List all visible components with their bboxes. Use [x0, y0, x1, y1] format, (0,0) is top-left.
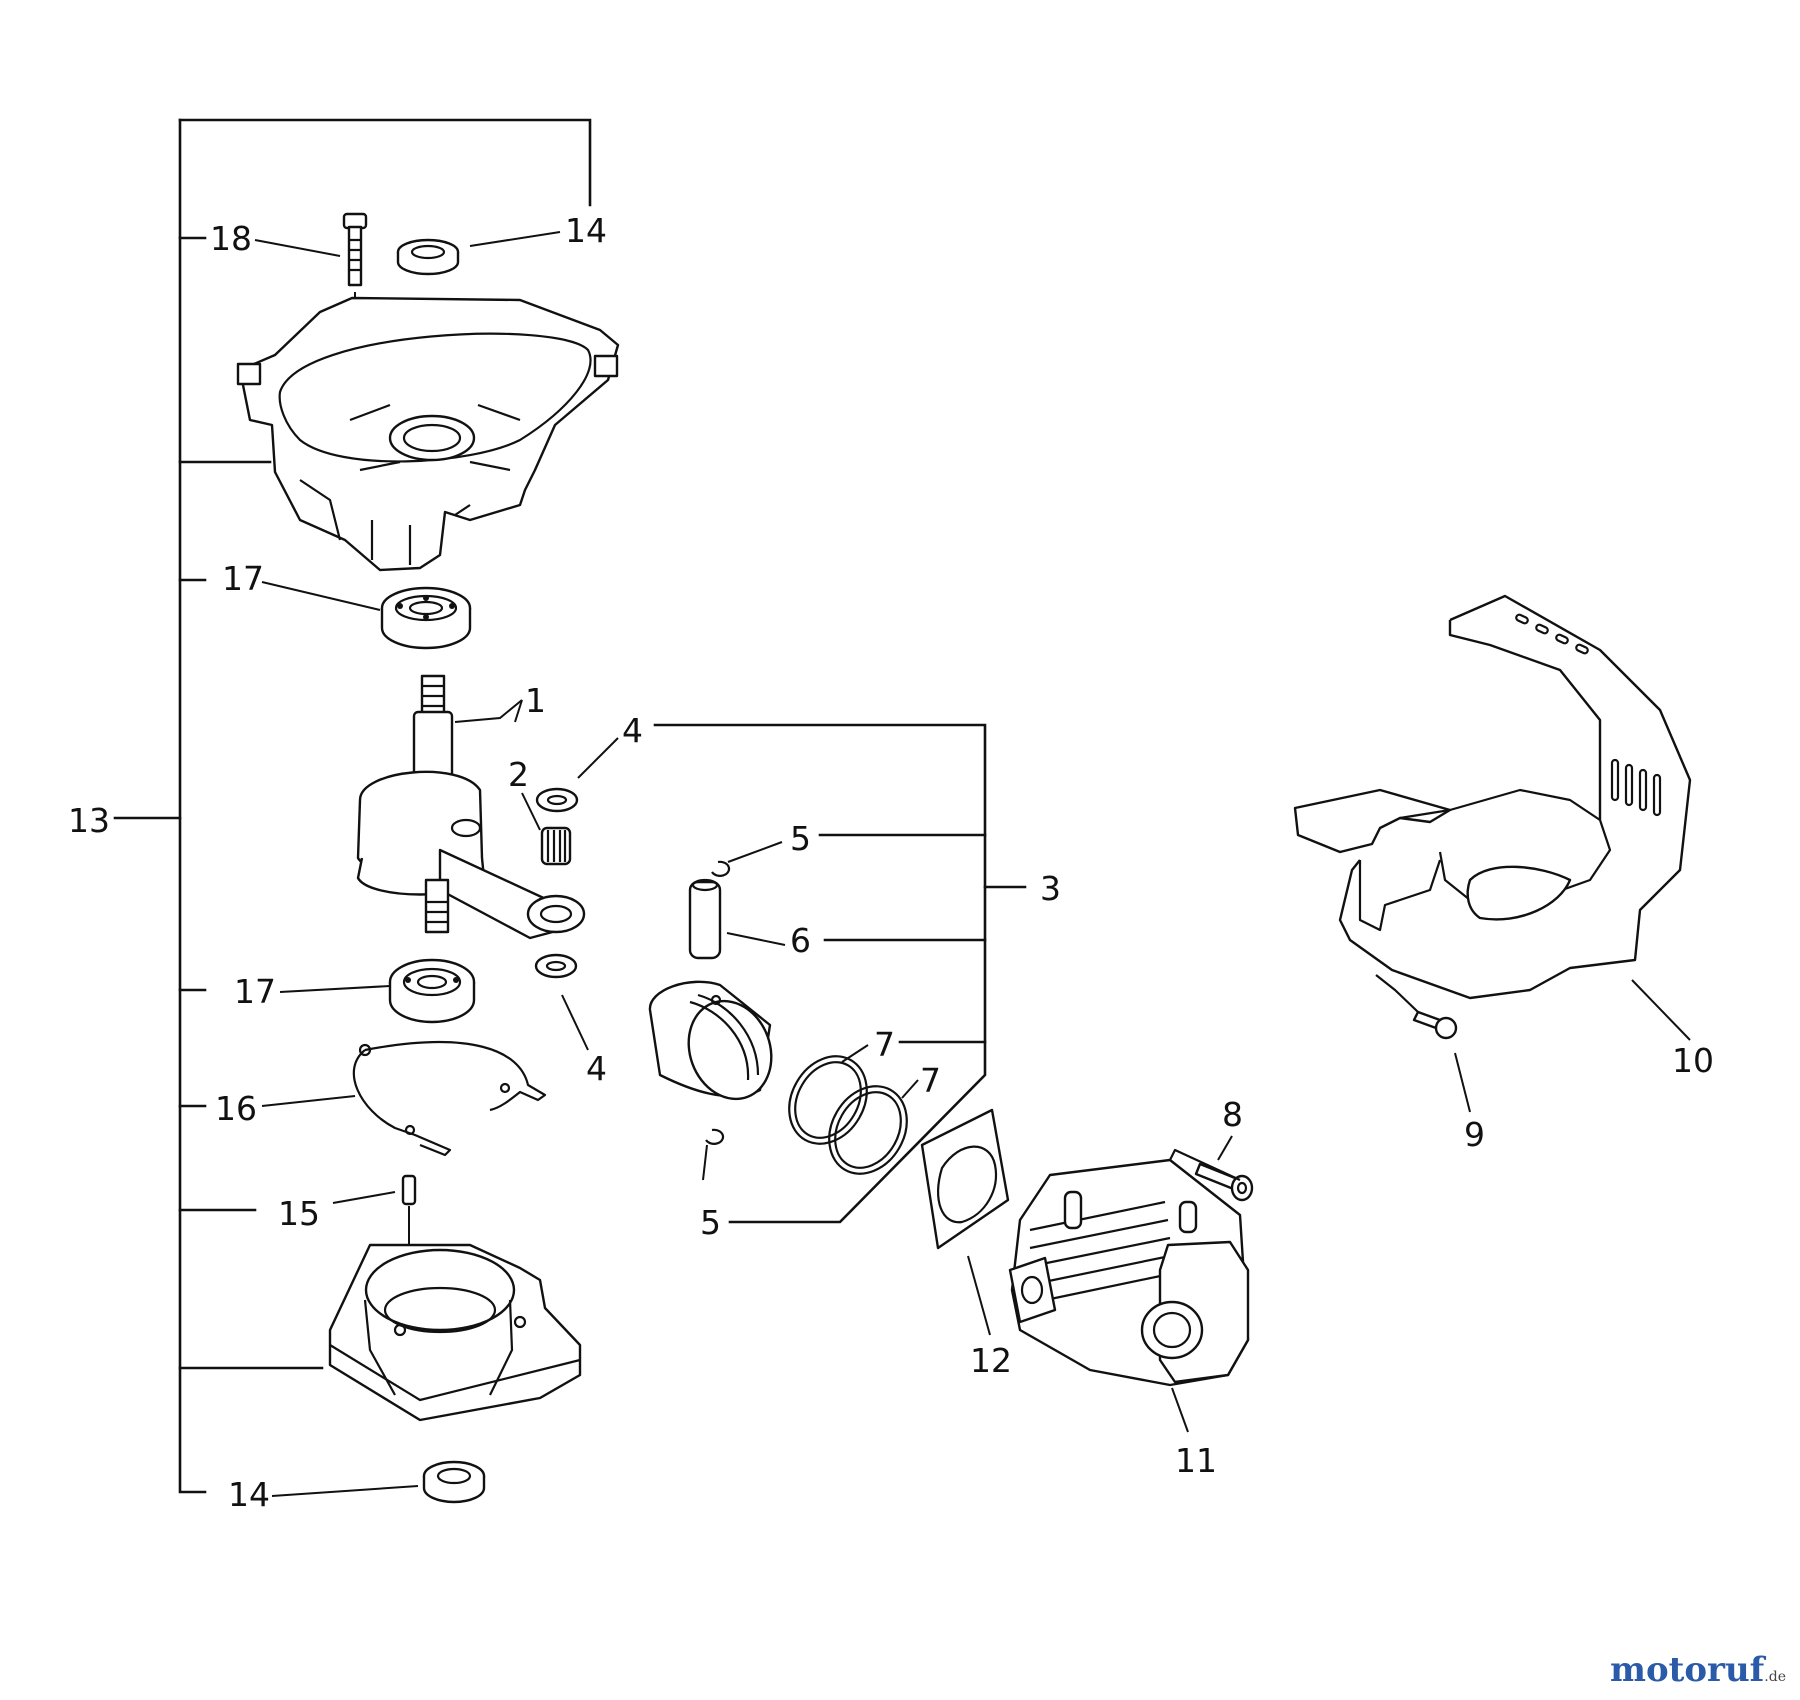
part-7-piston-ring-lower — [828, 1085, 908, 1175]
part-10-cylinder-cover — [1293, 594, 1692, 1000]
callout-14-bottom: 14 — [228, 1475, 270, 1514]
callout-7-lower: 7 — [920, 1061, 941, 1100]
part-11-cylinder — [1008, 1148, 1250, 1387]
part-5-circlip-bottom — [705, 1128, 725, 1145]
callout-17-top: 17 — [222, 559, 264, 598]
leader-lines — [254, 231, 1691, 1497]
callout-10: 10 — [1672, 1041, 1714, 1080]
callout-6: 6 — [790, 921, 811, 960]
callout-13: 13 — [68, 801, 110, 840]
callout-labels: 18 14 17 1 2 4 13 5 3 6 17 4 7 7 16 15 5… — [68, 211, 1714, 1514]
part-crankcase-upper — [236, 296, 620, 572]
part-17-bearing-top — [380, 586, 472, 650]
callout-14-top: 14 — [565, 211, 607, 250]
part-5-circlip-top — [711, 860, 731, 877]
cover-vent-slots — [1515, 613, 1662, 817]
callout-5-top: 5 — [790, 819, 811, 858]
part-14-oil-seal-bottom — [422, 1460, 486, 1504]
callout-16: 16 — [215, 1089, 257, 1128]
callout-11: 11 — [1175, 1441, 1217, 1480]
part-16-crankcase-gasket — [352, 1040, 547, 1157]
assembly-bracket-3 — [653, 723, 1027, 1224]
part-1-crankshaft — [356, 674, 586, 940]
part-2-needle-bearing — [540, 826, 572, 866]
callout-1: 1 — [525, 681, 546, 720]
watermark-brand: motoruf — [1610, 1650, 1765, 1690]
callout-4-top: 4 — [622, 711, 643, 750]
callout-7-upper: 7 — [874, 1025, 895, 1064]
callout-12: 12 — [970, 1341, 1012, 1380]
motoruf-watermark: motoruf.de — [1610, 1650, 1786, 1690]
part-8-bolt — [1194, 1162, 1254, 1202]
callout-8: 8 — [1222, 1095, 1243, 1134]
part-7-piston-ring-upper — [788, 1055, 868, 1145]
part-4-washer-bottom — [534, 953, 578, 979]
part-17-bearing-bottom — [388, 958, 476, 1024]
watermark-tld: .de — [1764, 1669, 1786, 1685]
callout-3: 3 — [1040, 869, 1061, 908]
callout-17-bottom: 17 — [234, 972, 276, 1011]
callout-4-bottom: 4 — [586, 1049, 607, 1088]
part-12-cylinder-gasket — [920, 1108, 1010, 1250]
callout-18: 18 — [210, 219, 252, 258]
part-14-oil-seal-top — [396, 238, 460, 276]
part-crankcase-lower — [328, 1243, 582, 1422]
callout-9: 9 — [1464, 1115, 1485, 1154]
callout-2: 2 — [508, 755, 529, 794]
callout-5-bottom: 5 — [700, 1203, 721, 1242]
part-4-washer-top — [535, 787, 579, 813]
part-9-screw — [1375, 974, 1458, 1040]
assembly-bracket-13 — [113, 118, 592, 1494]
part-6-piston-pin — [688, 878, 722, 960]
callout-15: 15 — [278, 1194, 320, 1233]
part-piston — [648, 980, 773, 1101]
